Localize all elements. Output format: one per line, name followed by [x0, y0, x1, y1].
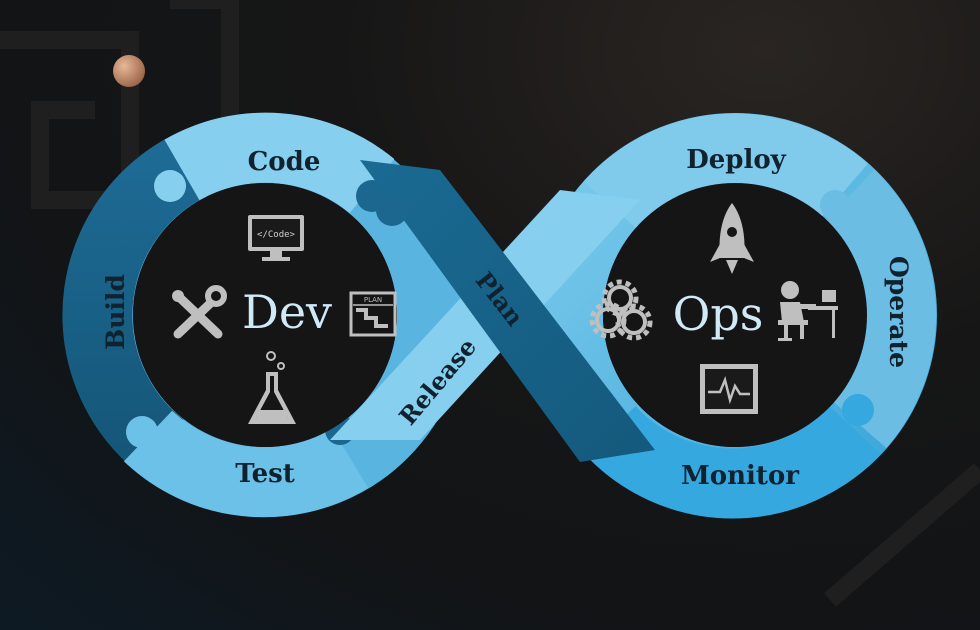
flask-icon	[248, 351, 296, 424]
person-at-desk-icon	[778, 281, 838, 341]
gears-icon	[589, 279, 653, 341]
plan-board-icon: PLAN	[349, 291, 397, 337]
stage-label-deploy: Deploy	[686, 145, 786, 175]
stage-label-test: Test	[235, 459, 295, 489]
stage-label-operate: Operate	[884, 256, 913, 368]
stage-label-monitor: Monitor	[681, 461, 799, 491]
plan-icon-text: PLAN	[364, 296, 382, 304]
ops-hub	[603, 183, 867, 447]
code-monitor-icon: </Code>	[248, 215, 304, 261]
code-icon-text: </Code>	[257, 230, 296, 240]
stage-label-build: Build	[101, 274, 130, 350]
monitor-chart-icon	[700, 364, 758, 414]
background-maze-pattern	[0, 0, 980, 607]
ops-center-label: Ops	[673, 287, 764, 341]
crossing-bands	[330, 160, 655, 462]
rocket-icon	[710, 203, 754, 274]
tools-icon	[172, 285, 227, 339]
dev-center-label: Dev	[242, 285, 332, 339]
planet-decoration	[113, 55, 145, 87]
stage-label-code: Code	[248, 147, 321, 177]
dev-hub	[133, 183, 397, 447]
